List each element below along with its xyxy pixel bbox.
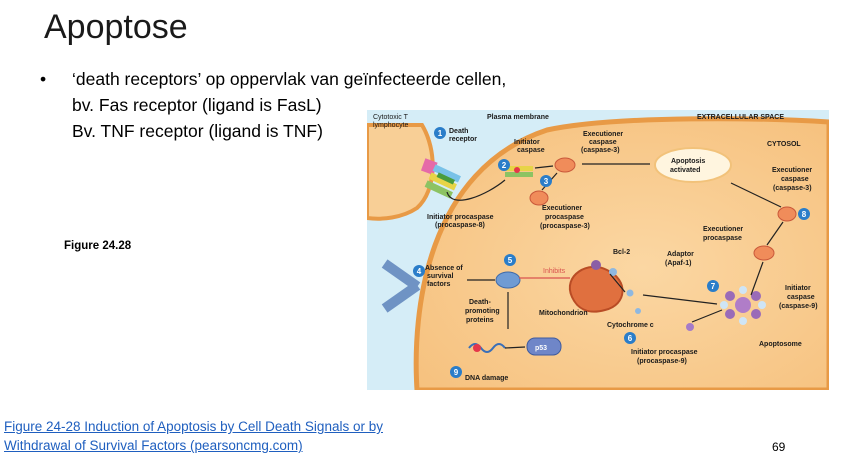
label-bcl2: Bcl-2 bbox=[613, 249, 630, 256]
cytochrome-c-dot bbox=[626, 289, 634, 297]
label-apoptosis-activated-1: Apoptosis bbox=[671, 158, 705, 165]
label-adaptor-1: Adaptor bbox=[667, 251, 694, 258]
label-procaspase9-1: Initiator procaspase bbox=[631, 349, 698, 356]
label-procaspase8-1: Initiator procaspase bbox=[427, 214, 494, 221]
label-cytochrome-c: Cytochrome c bbox=[607, 322, 654, 329]
label-cytotoxic-t-1: Cytotoxic T bbox=[373, 114, 409, 121]
label-p53: p53 bbox=[535, 345, 547, 352]
label-inhibits: Inhibits bbox=[543, 268, 566, 275]
label-mitochondrion: Mitochondrion bbox=[539, 310, 588, 317]
label-exec-caspase-right-1: Executioner bbox=[772, 167, 812, 174]
label-caspase9-1: Initiator bbox=[785, 285, 811, 292]
step-2: 2 bbox=[502, 161, 507, 170]
apoptosis-diagram: 1 2 3 4 5 6 7 8 9 Cytotoxic T lymphocyte… bbox=[367, 110, 829, 390]
label-extracellular-space: EXTRACELLULAR SPACE bbox=[697, 114, 784, 121]
label-cytosol: CYTOSOL bbox=[767, 141, 801, 148]
label-cytotoxic-t-2: lymphocyte bbox=[373, 122, 409, 129]
step-markers: 1 2 3 4 5 6 7 8 9 bbox=[413, 127, 810, 378]
step-9: 9 bbox=[454, 368, 459, 377]
procaspase-9 bbox=[686, 323, 694, 331]
step-3: 3 bbox=[544, 177, 549, 186]
apoptosis-activated-badge bbox=[654, 147, 732, 183]
slide-title: Apoptose bbox=[44, 8, 188, 46]
step-5: 5 bbox=[508, 256, 513, 265]
label-absence-1: Absence of bbox=[425, 265, 463, 272]
label-caspase9-2: caspase bbox=[787, 294, 815, 301]
label-apoptosis-activated-2: activated bbox=[670, 167, 700, 174]
label-absence-2: survival bbox=[427, 273, 454, 280]
dna-strand bbox=[468, 343, 506, 353]
label-exec-procaspase-right-1: Executioner bbox=[703, 226, 743, 233]
bcl2-dot-2 bbox=[609, 268, 617, 276]
death-receptor-complex bbox=[420, 158, 461, 199]
step-7: 7 bbox=[711, 282, 716, 291]
label-death-receptor-2: receptor bbox=[449, 136, 477, 143]
label-initiator-caspase-1: Initiator bbox=[514, 139, 540, 146]
bcl2-dot bbox=[591, 260, 601, 270]
label-death-promoting-2: promoting bbox=[465, 308, 500, 315]
dna-damage-spot bbox=[473, 344, 481, 352]
label-exec-caspase-top-3: (caspase-3) bbox=[581, 147, 620, 154]
label-absence-3: factors bbox=[427, 281, 450, 288]
caption-line-1[interactable]: Figure 24-28 Induction of Apoptosis by C… bbox=[4, 419, 383, 434]
step-4: 4 bbox=[417, 267, 422, 276]
step-1: 1 bbox=[438, 129, 443, 138]
label-adaptor-2: (Apaf-1) bbox=[665, 260, 691, 267]
cytochrome-c-dot-2 bbox=[635, 308, 641, 314]
executioner-caspase-3-right bbox=[777, 206, 797, 222]
label-apoptosome: Apoptosome bbox=[759, 341, 802, 348]
label-exec-procaspase3-2: procaspase bbox=[545, 214, 584, 221]
apoptosome bbox=[720, 286, 766, 325]
figure-caption-link[interactable]: Figure 24-28 Induction of Apoptosis by C… bbox=[4, 417, 383, 455]
bullet-line-2: bv. Fas receptor (ligand is FasL) bbox=[72, 95, 322, 115]
label-death-promoting-1: Death- bbox=[469, 299, 491, 306]
bullet-marker: • bbox=[40, 69, 47, 89]
label-exec-caspase-right-3: (caspase-3) bbox=[773, 185, 812, 192]
label-caspase9-3: (caspase-9) bbox=[779, 303, 818, 310]
executioner-procaspase-right bbox=[753, 245, 775, 261]
step-8: 8 bbox=[802, 210, 807, 219]
label-death-promoting-3: proteins bbox=[466, 317, 494, 324]
bullet-line-1: ‘death receptors’ op oppervlak van geïnf… bbox=[72, 69, 507, 89]
initiator-caspase-complex bbox=[505, 166, 533, 177]
label-initiator-caspase-2: caspase bbox=[517, 147, 545, 154]
figure-label: Figure 24.28 bbox=[64, 240, 132, 252]
label-exec-caspase-top-1: Executioner bbox=[583, 131, 623, 138]
label-dna-damage: DNA damage bbox=[465, 375, 508, 382]
survival-receptor bbox=[381, 259, 421, 313]
label-death-receptor-1: Death bbox=[449, 128, 468, 135]
executioner-procaspase-3 bbox=[529, 190, 549, 206]
label-exec-procaspase-right-2: procaspase bbox=[703, 235, 742, 242]
label-exec-procaspase3-3: (procaspase-3) bbox=[540, 223, 590, 230]
executioner-caspase-3-top bbox=[554, 157, 576, 173]
label-procaspase8-2: (procaspase-8) bbox=[435, 222, 485, 229]
caption-line-2[interactable]: Withdrawal of Survival Factors (pearsonc… bbox=[4, 438, 303, 453]
label-procaspase9-2: (procaspase-9) bbox=[637, 358, 687, 365]
target-cell bbox=[413, 116, 829, 390]
diagram-labels: Cytotoxic T lymphocyte Plasma membrane E… bbox=[373, 114, 818, 382]
label-exec-caspase-right-2: caspase bbox=[781, 176, 809, 183]
t-lymphocyte-cell bbox=[367, 123, 435, 221]
label-plasma-membrane: Plasma membrane bbox=[487, 114, 549, 121]
label-exec-procaspase3-1: Executioner bbox=[542, 205, 582, 212]
bullet-line-3: Bv. TNF receptor (ligand is TNF) bbox=[72, 121, 323, 141]
step-6: 6 bbox=[628, 334, 633, 343]
p53-protein bbox=[526, 337, 562, 356]
bcl2-protein-blue bbox=[495, 271, 521, 289]
label-exec-caspase-top-2: caspase bbox=[589, 139, 617, 146]
page-number: 69 bbox=[772, 440, 786, 454]
